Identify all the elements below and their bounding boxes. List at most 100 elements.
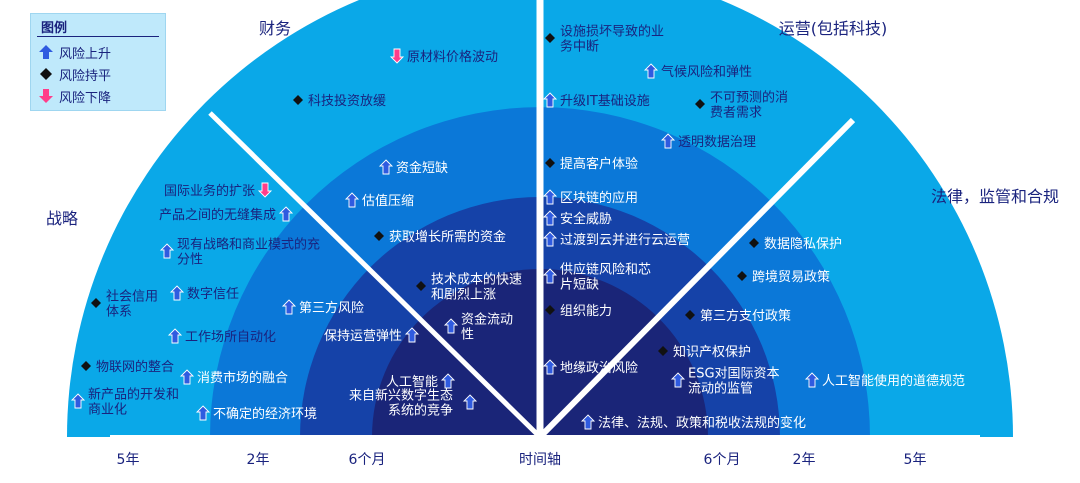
axis-label-left: 2年 [247, 452, 270, 468]
risk-label: 数字信任 [187, 287, 239, 302]
arrow-up-icon [643, 63, 659, 79]
risk-label: 数据隐私保护 [764, 237, 842, 252]
risk-item: 获取增长所需的资金 [374, 229, 506, 245]
risk-item: 知识产权保护 [658, 344, 751, 360]
legend-label-up: 风险上升 [59, 46, 112, 62]
arrow-up-icon [39, 45, 53, 59]
arrow-up-icon [804, 372, 820, 388]
arrow-up-icon [542, 231, 558, 247]
risk-item: 人工智能 [386, 373, 456, 390]
diamond-icon [293, 95, 303, 105]
arrow-up-icon [167, 328, 183, 344]
axis-center-label: 时间轴 [519, 452, 561, 468]
risk-item: 法律、法规、政策和税收法规的变化 [580, 414, 806, 431]
risk-label: 和剧烈上涨 [431, 288, 496, 303]
risk-item: 组织能力 [545, 304, 612, 319]
diamond-icon [749, 238, 759, 248]
risk-label: 法律、法规、政策和税收法规的变化 [598, 415, 806, 431]
arrow-up-icon [378, 159, 394, 175]
risk-label: 产品之间的无缝集成 [159, 207, 276, 223]
risk-label: 人工智能 [386, 375, 438, 390]
arrow-up-icon [542, 210, 558, 226]
risk-item: 气候风险和弹性 [643, 63, 752, 80]
arrow-up-icon [462, 394, 478, 410]
arrow-up-icon [443, 318, 459, 334]
risk-label: 工作场所自动化 [185, 330, 276, 345]
arrow-up-icon [542, 189, 558, 205]
risk-label: 第三方风险 [299, 300, 364, 316]
risk-item: 产品之间的无缝集成 [159, 206, 294, 223]
risk-item: 估值压缩 [344, 192, 414, 209]
axis-label-right: 6个月 [704, 452, 741, 468]
arrow-up-icon [542, 359, 558, 375]
risk-label: 人工智能使用的道德规范 [822, 373, 965, 389]
risk-label: 安全威胁 [560, 211, 612, 227]
risk-item: 资金短缺 [378, 159, 448, 176]
risk-label: 组织能力 [560, 304, 612, 319]
arrow-up-icon [159, 243, 175, 259]
arrow-down-icon [39, 89, 53, 103]
risk-label: 提高客户体验 [560, 156, 638, 172]
risk-label: 原材料价格波动 [407, 49, 498, 65]
legend-label-flat: 风险持平 [59, 68, 112, 84]
risk-item: 透明数据治理 [660, 133, 756, 150]
risk-label: 供应链风险和芯 [560, 262, 651, 278]
legend-item-flat: 风险持平 [37, 63, 159, 85]
diamond-icon [695, 99, 705, 109]
axis-label-left: 5年 [117, 452, 140, 468]
arrow-up-icon [542, 92, 558, 108]
risk-item: 原材料价格波动 [389, 48, 498, 65]
risk-label: 资金短缺 [396, 160, 448, 176]
risk-label: 第三方支付政策 [700, 308, 791, 324]
risk-item: 升级IT基础设施 [542, 92, 650, 109]
category-legal: 法律，监管和合规 [931, 187, 1059, 206]
risk-label: 升级IT基础设施 [560, 94, 650, 109]
risk-item: 跨境贸易政策 [737, 269, 830, 285]
category-strategy: 战略 [46, 209, 78, 228]
arrow-up-icon [179, 369, 195, 385]
risk-label: 不可预测的消 [710, 90, 788, 106]
sector-divider [537, 117, 856, 440]
legend: 图例 风险上升 风险持平 风险下降 [30, 13, 166, 111]
risk-label: 流动的监管 [688, 381, 753, 397]
legend-label-down: 风险下降 [59, 90, 112, 106]
risk-label: 估值压缩 [362, 193, 414, 209]
diamond-icon [685, 310, 695, 320]
risk-label: 透明数据治理 [678, 135, 756, 150]
diamond-icon [416, 281, 426, 291]
legend-title: 图例 [37, 17, 159, 37]
risk-label: 性 [461, 328, 474, 343]
risk-label: 气候风险和弹性 [661, 64, 752, 80]
arrow-up-icon [278, 206, 294, 222]
risk-label: 知识产权保护 [673, 344, 751, 360]
risk-label: 物联网的整合 [96, 359, 174, 375]
risk-label: 商业化 [88, 403, 127, 418]
diamond-icon [374, 231, 384, 241]
risk-item: 国际业务的扩张 [164, 182, 273, 199]
diamond-icon [545, 33, 555, 43]
risk-item: 消费市场的融合 [179, 369, 288, 386]
risk-item: 科技投资放缓 [293, 93, 386, 109]
arrow-up-icon [580, 414, 596, 430]
risk-label: 设施损坏导致的业 [560, 24, 664, 40]
risk-item: 地缘政治风险 [542, 359, 638, 376]
risk-label: 获取增长所需的资金 [389, 229, 506, 245]
risk-label: 地缘政治风险 [560, 361, 638, 376]
risk-label: 来自新兴数字生态 [349, 388, 453, 404]
arrow-up-icon [670, 372, 686, 388]
axis-label-right: 2年 [793, 452, 816, 468]
diamond-icon [545, 158, 555, 168]
risk-item: 数字信任 [169, 285, 239, 302]
risk-label: 不确定的经济环境 [213, 406, 317, 422]
arrow-up-icon [660, 133, 676, 149]
arrow-up-icon [542, 268, 558, 284]
sector-divider [208, 111, 542, 439]
